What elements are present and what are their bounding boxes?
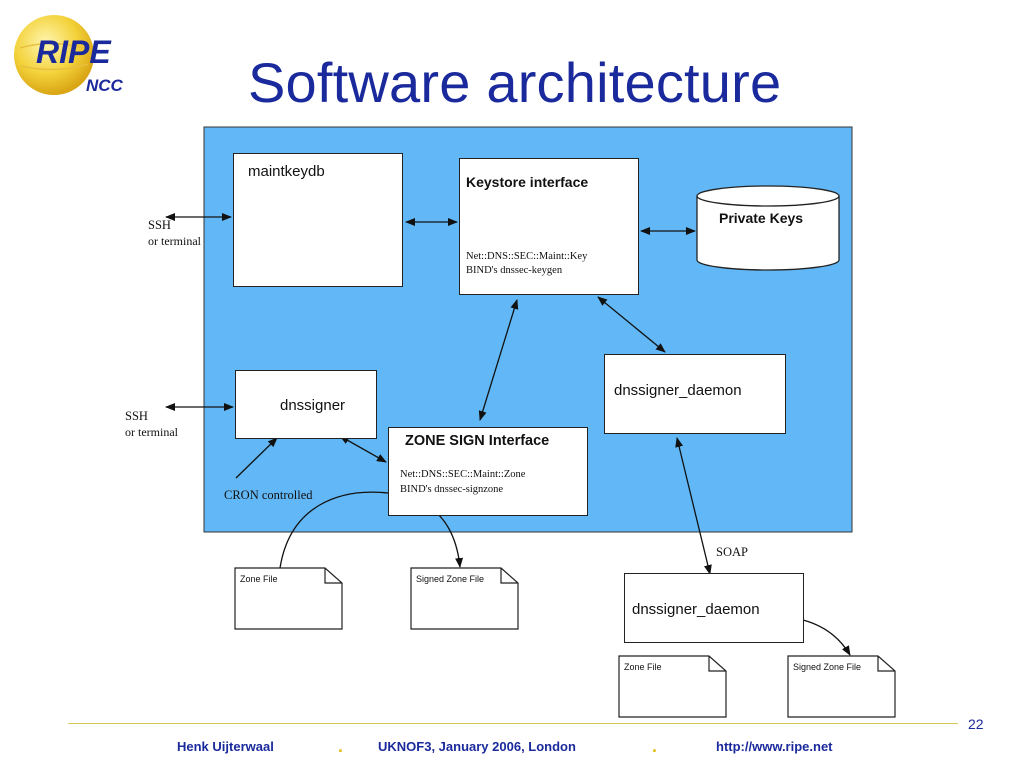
- footer-separator-2: .: [652, 736, 658, 756]
- arrow-zonefile-to-zonesign: [279, 491, 389, 569]
- zone-sign-title: ZONE SIGN Interface: [405, 433, 550, 449]
- arrow-keystore-to-daemon: [597, 296, 666, 353]
- footer-url[interactable]: http://www.ripe.net: [716, 739, 833, 754]
- zone-sign-line2: BIND's dnssec-signzone: [400, 484, 504, 495]
- arrow-daemon-soap: [675, 437, 712, 575]
- page-number: 22: [968, 716, 984, 732]
- keystore-line2: BIND's dnssec-keygen: [466, 265, 563, 276]
- logo-ripe-text: RIPE: [36, 34, 112, 70]
- ssh-bottom-label: SSH: [125, 409, 148, 423]
- keystore-interface-box: [459, 158, 639, 295]
- zone-sign-line1: Net::DNS::SEC::Maint::Zone: [400, 469, 526, 480]
- signed-zone-file-right-page: [787, 655, 896, 718]
- signed-zone-file-right-label: Signed Zone File: [793, 662, 862, 672]
- keystore-title: Keystore interface: [466, 174, 589, 190]
- signed-zone-file-left-page: [410, 567, 519, 630]
- or-terminal-bottom-label: or terminal: [125, 425, 178, 439]
- logo-ncc-text: NCC: [86, 76, 124, 95]
- arrow-dnssigner-to-zonesign: [339, 435, 387, 463]
- dnssigner-daemon-outer-label: dnssigner_daemon: [632, 601, 760, 618]
- slide-title: Software architecture: [248, 51, 782, 114]
- ripe-ncc-logo: RIPE NCC: [14, 15, 124, 95]
- soap-label: SOAP: [716, 545, 748, 559]
- zone-file-right-page: [618, 655, 727, 718]
- maintkeydb-label: maintkeydb: [248, 163, 325, 180]
- dnssigner-daemon-inner-label: dnssigner_daemon: [614, 382, 742, 399]
- signed-zone-file-left-label: Signed Zone File: [416, 574, 485, 584]
- zone-file-left-label: Zone File: [240, 574, 278, 584]
- dnssigner-daemon-outer-box: [624, 573, 804, 643]
- private-keys-cylinder: [696, 185, 840, 271]
- arrow-daemon-to-signed: [802, 619, 851, 656]
- dnssigner-box: [235, 370, 377, 439]
- private-keys-label: Private Keys: [719, 210, 804, 226]
- dnssigner-daemon-inner-box: [604, 354, 786, 434]
- ssh-top-label: SSH: [148, 218, 171, 232]
- zone-file-right-label: Zone File: [624, 662, 662, 672]
- footer-author: Henk Uijterwaal: [177, 739, 274, 754]
- footer-separator-1: .: [338, 736, 344, 756]
- cron-label: CRON controlled: [224, 488, 313, 502]
- zone-sign-interface-box: [388, 427, 588, 516]
- zone-file-left-page: [234, 567, 343, 630]
- arrow-cron-to-dnssigner: [235, 437, 278, 479]
- dnssigner-label: dnssigner: [280, 397, 346, 414]
- or-terminal-top-label: or terminal: [148, 234, 201, 248]
- globe-icon: [14, 15, 94, 95]
- arrow-keystore-to-zonesign: [478, 299, 519, 421]
- keystore-line1: Net::DNS::SEC::Maint::Key: [466, 251, 588, 262]
- footer-event: UKNOF3, January 2006, London: [378, 739, 576, 754]
- maintkeydb-box: [233, 153, 403, 287]
- footer-divider: [68, 723, 958, 724]
